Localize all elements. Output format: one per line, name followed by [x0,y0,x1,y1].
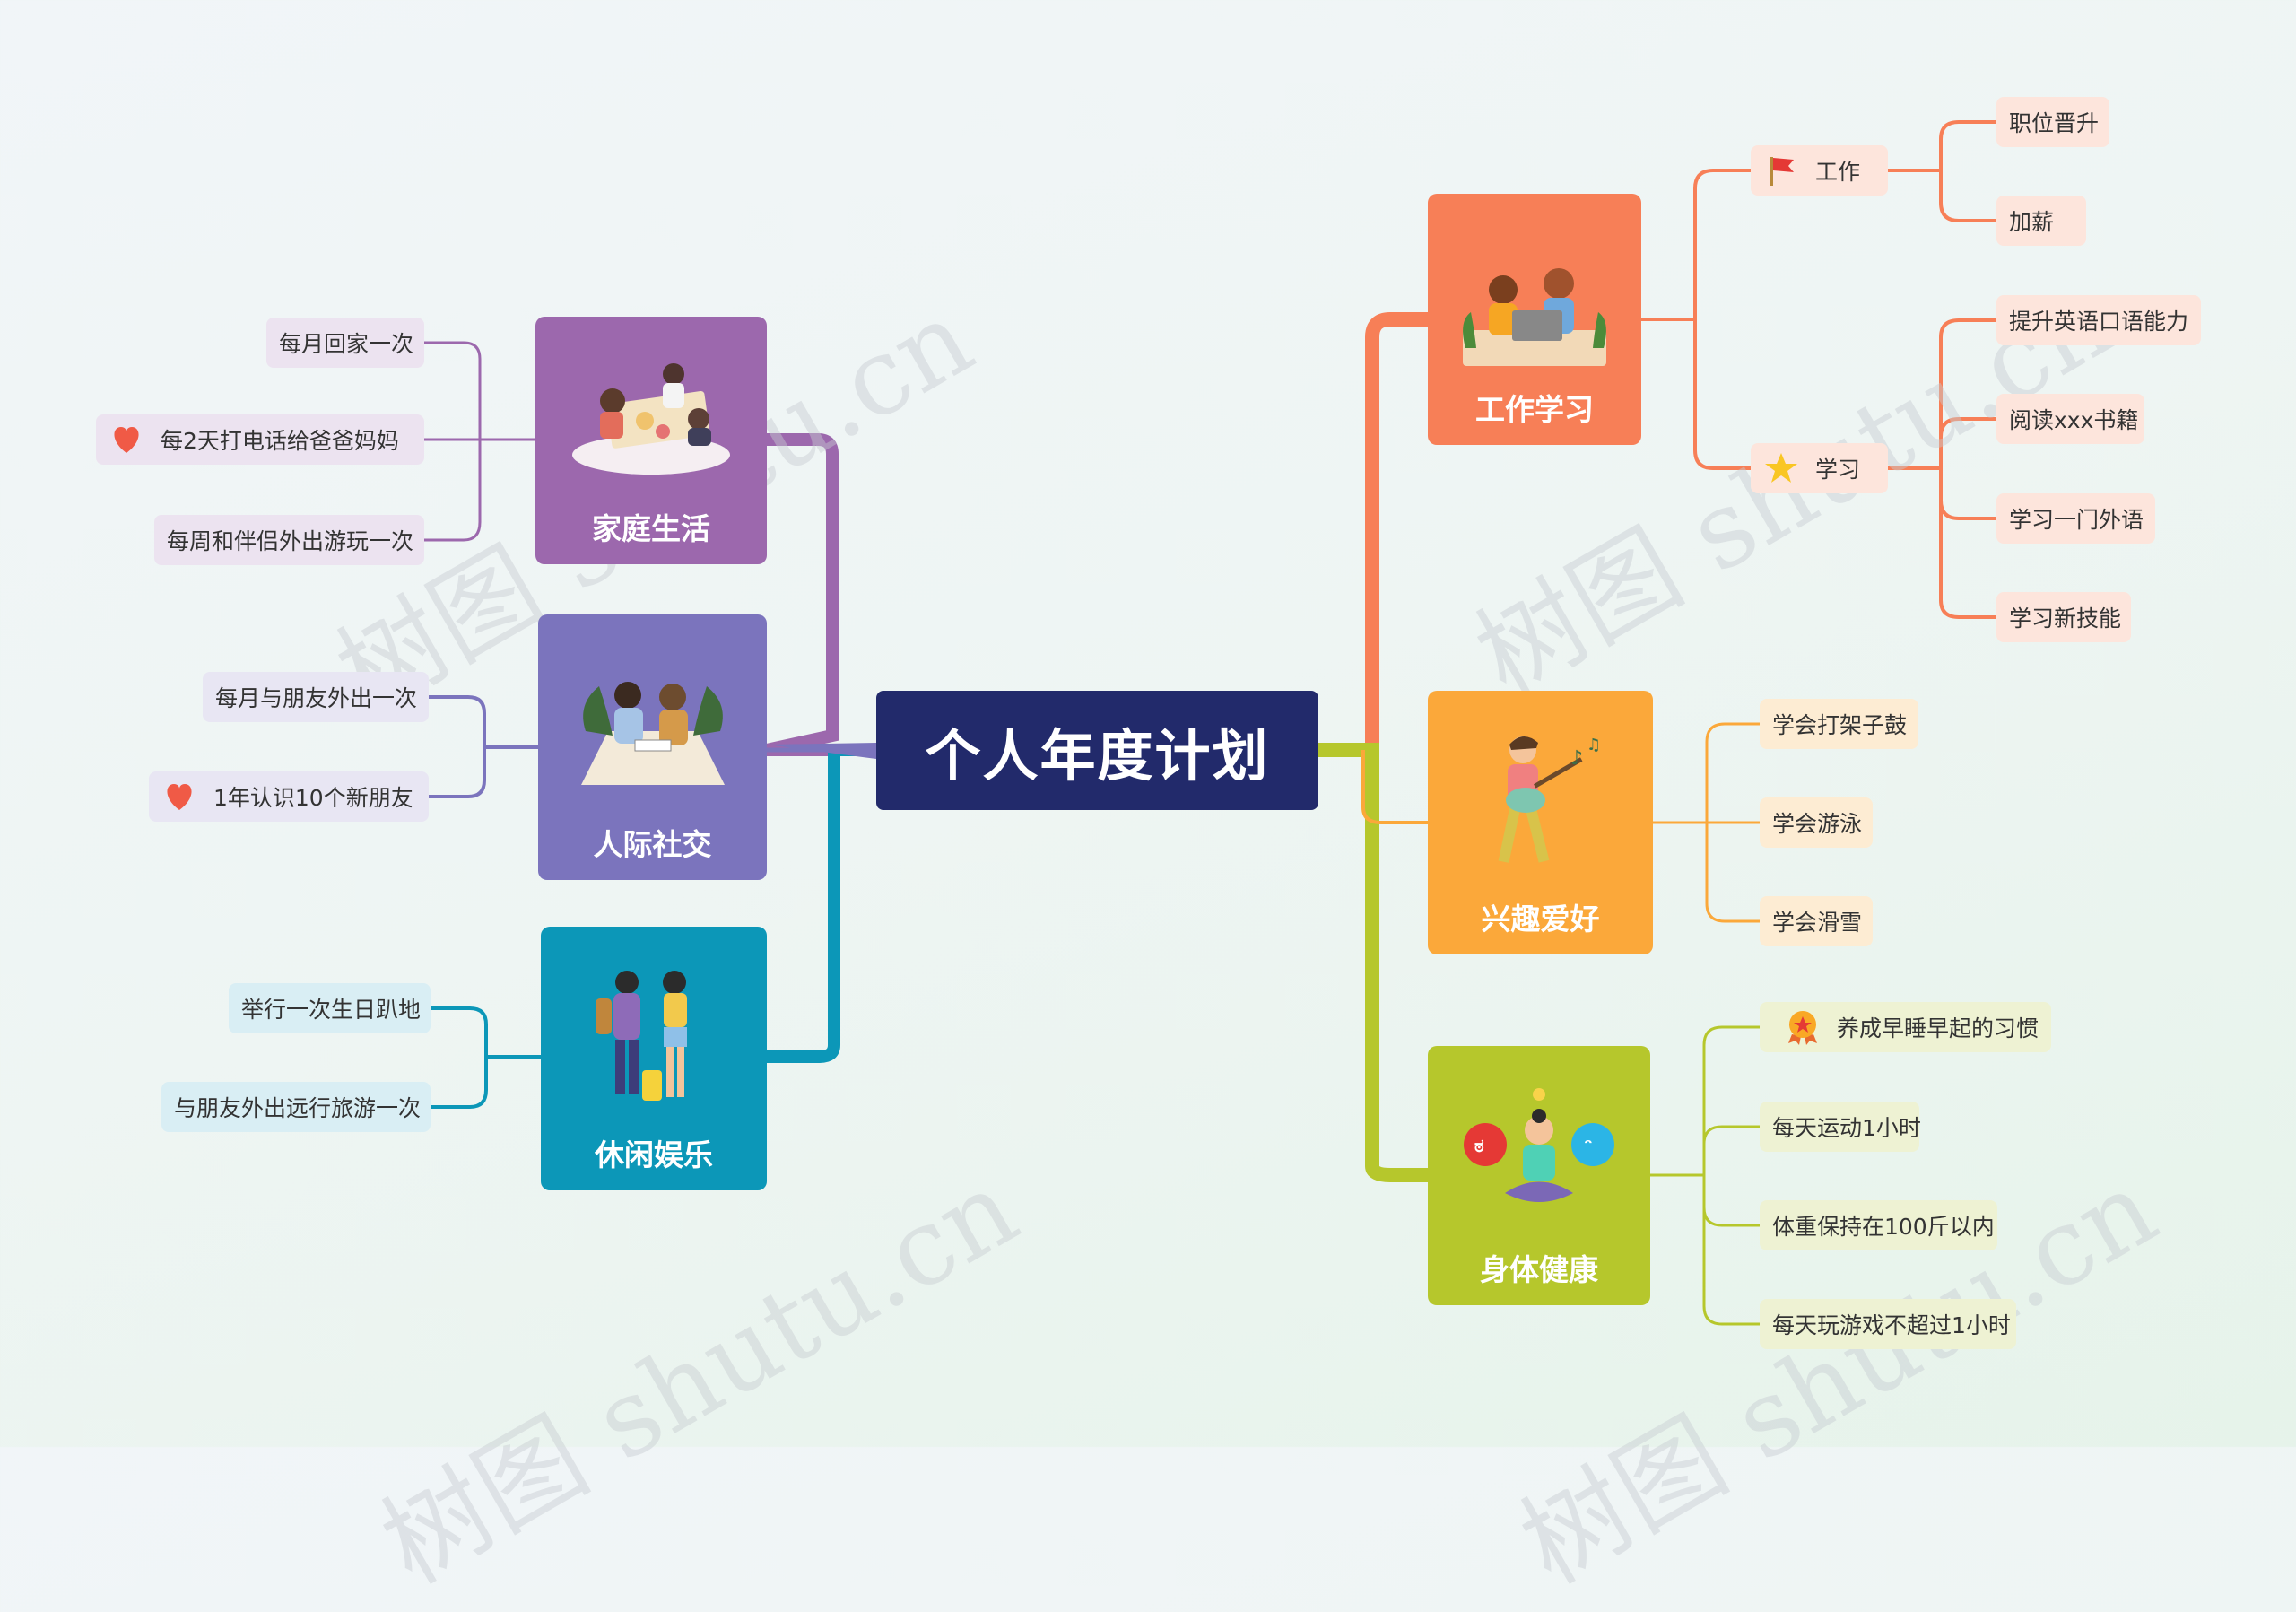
leaf-text: 提升英语口语能力 [2009,309,2189,335]
leaf-study-2[interactable]: 阅读xxx书籍 [1996,394,2144,444]
leaf-study-3[interactable]: 学习一门外语 [1996,493,2155,544]
leaf-text: 阅读xxx书籍 [2009,407,2139,433]
branch-social[interactable]: 人际社交 [538,614,767,880]
leaf-text: 每周和伴侣外出游玩一次 [167,528,414,554]
svg-text:♫: ♫ [1587,736,1601,754]
branch-hobby[interactable]: ♪♫ 兴趣爱好 [1428,691,1653,954]
branch-title: 身体健康 [1480,1252,1598,1287]
leaf-work-2[interactable]: 加薪 [1996,196,2086,246]
leaf-health-3[interactable]: 体重保持在100斤以内 [1760,1200,1997,1250]
svg-text:ಠ: ಠ [1474,1135,1484,1156]
leaf-text: 学习新技能 [2009,606,2122,632]
leaf-hobby-3[interactable]: 学会滑雪 [1760,896,1873,946]
leaf-study-4[interactable]: 学习新技能 [1996,592,2131,642]
leaf-hobby-1[interactable]: 学会打架子鼓 [1760,699,1918,749]
leaf-text: 职位晋升 [2009,110,2100,136]
heart-icon [167,784,192,810]
guitar-player-illustration: ♪♫ [1498,736,1601,863]
travel-friends-illustration [596,971,687,1101]
connector-lines [424,120,1996,1326]
leaf-health-1[interactable]: 养成早睡早起的习惯 [1760,1002,2051,1052]
leaf-text: 体重保持在100斤以内 [1772,1214,1995,1240]
leaf-text: 每天玩游戏不超过1小时 [1772,1312,2011,1338]
leaf-work-1[interactable]: 职位晋升 [1996,97,2109,147]
root-topic[interactable]: 个人年度计划 [876,691,1318,810]
leaf-social-2[interactable]: 1年认识10个新朋友 [149,771,429,822]
leaf-text: 每月回家一次 [279,331,414,357]
branch-title: 休闲娱乐 [595,1137,713,1172]
star-icon [1765,453,1797,483]
svg-text:♪: ♪ [1570,747,1583,770]
sub-label: 学习 [1815,457,1861,483]
branch-title: 人际社交 [593,827,712,862]
leaf-health-2[interactable]: 每天运动1小时 [1760,1102,1921,1152]
leaf-social-1[interactable]: 每月与朋友外出一次 [203,672,429,722]
svg-text:ᵔ: ᵔ [1584,1135,1593,1156]
leaf-text: 每天运动1小时 [1772,1115,1921,1141]
branch-work-study[interactable]: 工作学习 [1428,194,1641,445]
branch-title: 家庭生活 [592,511,710,546]
medal-icon [1787,1011,1817,1045]
family-picnic-illustration [572,363,730,475]
sub-label: 工作 [1815,159,1861,185]
leaf-family-1[interactable]: 每月回家一次 [266,318,424,368]
leaf-text: 每月与朋友外出一次 [215,685,418,711]
study-desk-illustration [1463,268,1606,366]
branch-title: 工作学习 [1475,392,1594,427]
leaf-leisure-2[interactable]: 与朋友外出远行旅游一次 [161,1082,430,1132]
leaf-hobby-2[interactable]: 学会游泳 [1760,797,1873,848]
friends-reading-illustration [580,682,725,785]
leaf-leisure-1[interactable]: 举行一次生日趴地 [229,983,430,1033]
mindmap-canvas: 树图 shutu.cn 树图 shutu.cn 树图 shutu.cn 树图 s… [96,97,2201,1608]
branch-health[interactable]: ಠ ᵔ 身体健康 [1428,1046,1650,1305]
red-flag-icon [1770,157,1794,186]
leaf-text: 养成早睡早起的习惯 [1836,1015,2039,1041]
leaf-text: 学习一门外语 [2009,507,2144,533]
heart-icon [114,427,139,453]
leaf-health-4[interactable]: 每天玩游戏不超过1小时 [1760,1299,2016,1349]
leaf-family-3[interactable]: 每周和伴侣外出游玩一次 [154,515,424,565]
leaf-text: 学会打架子鼓 [1772,712,1908,738]
leaf-text: 与朋友外出远行旅游一次 [174,1095,422,1121]
sub-work[interactable]: 工作 [1751,145,1888,196]
branch-family[interactable]: 家庭生活 [535,317,767,564]
leaf-text: 学会游泳 [1772,811,1863,837]
leaf-family-2[interactable]: 每2天打电话给爸爸妈妈 [96,414,424,465]
meditation-illustration: ಠ ᵔ [1464,1088,1614,1202]
branch-leisure[interactable]: 休闲娱乐 [541,927,767,1190]
leaf-text: 1年认识10个新朋友 [213,785,413,811]
leaf-text: 学会滑雪 [1772,910,1863,936]
branch-title: 兴趣爱好 [1481,902,1600,937]
sub-study[interactable]: 学习 [1751,443,1888,493]
leaf-text: 加薪 [2009,209,2055,235]
leaf-text: 每2天打电话给爸爸妈妈 [161,428,399,454]
leaf-text: 举行一次生日趴地 [241,997,422,1023]
leaf-study-1[interactable]: 提升英语口语能力 [1996,295,2201,345]
